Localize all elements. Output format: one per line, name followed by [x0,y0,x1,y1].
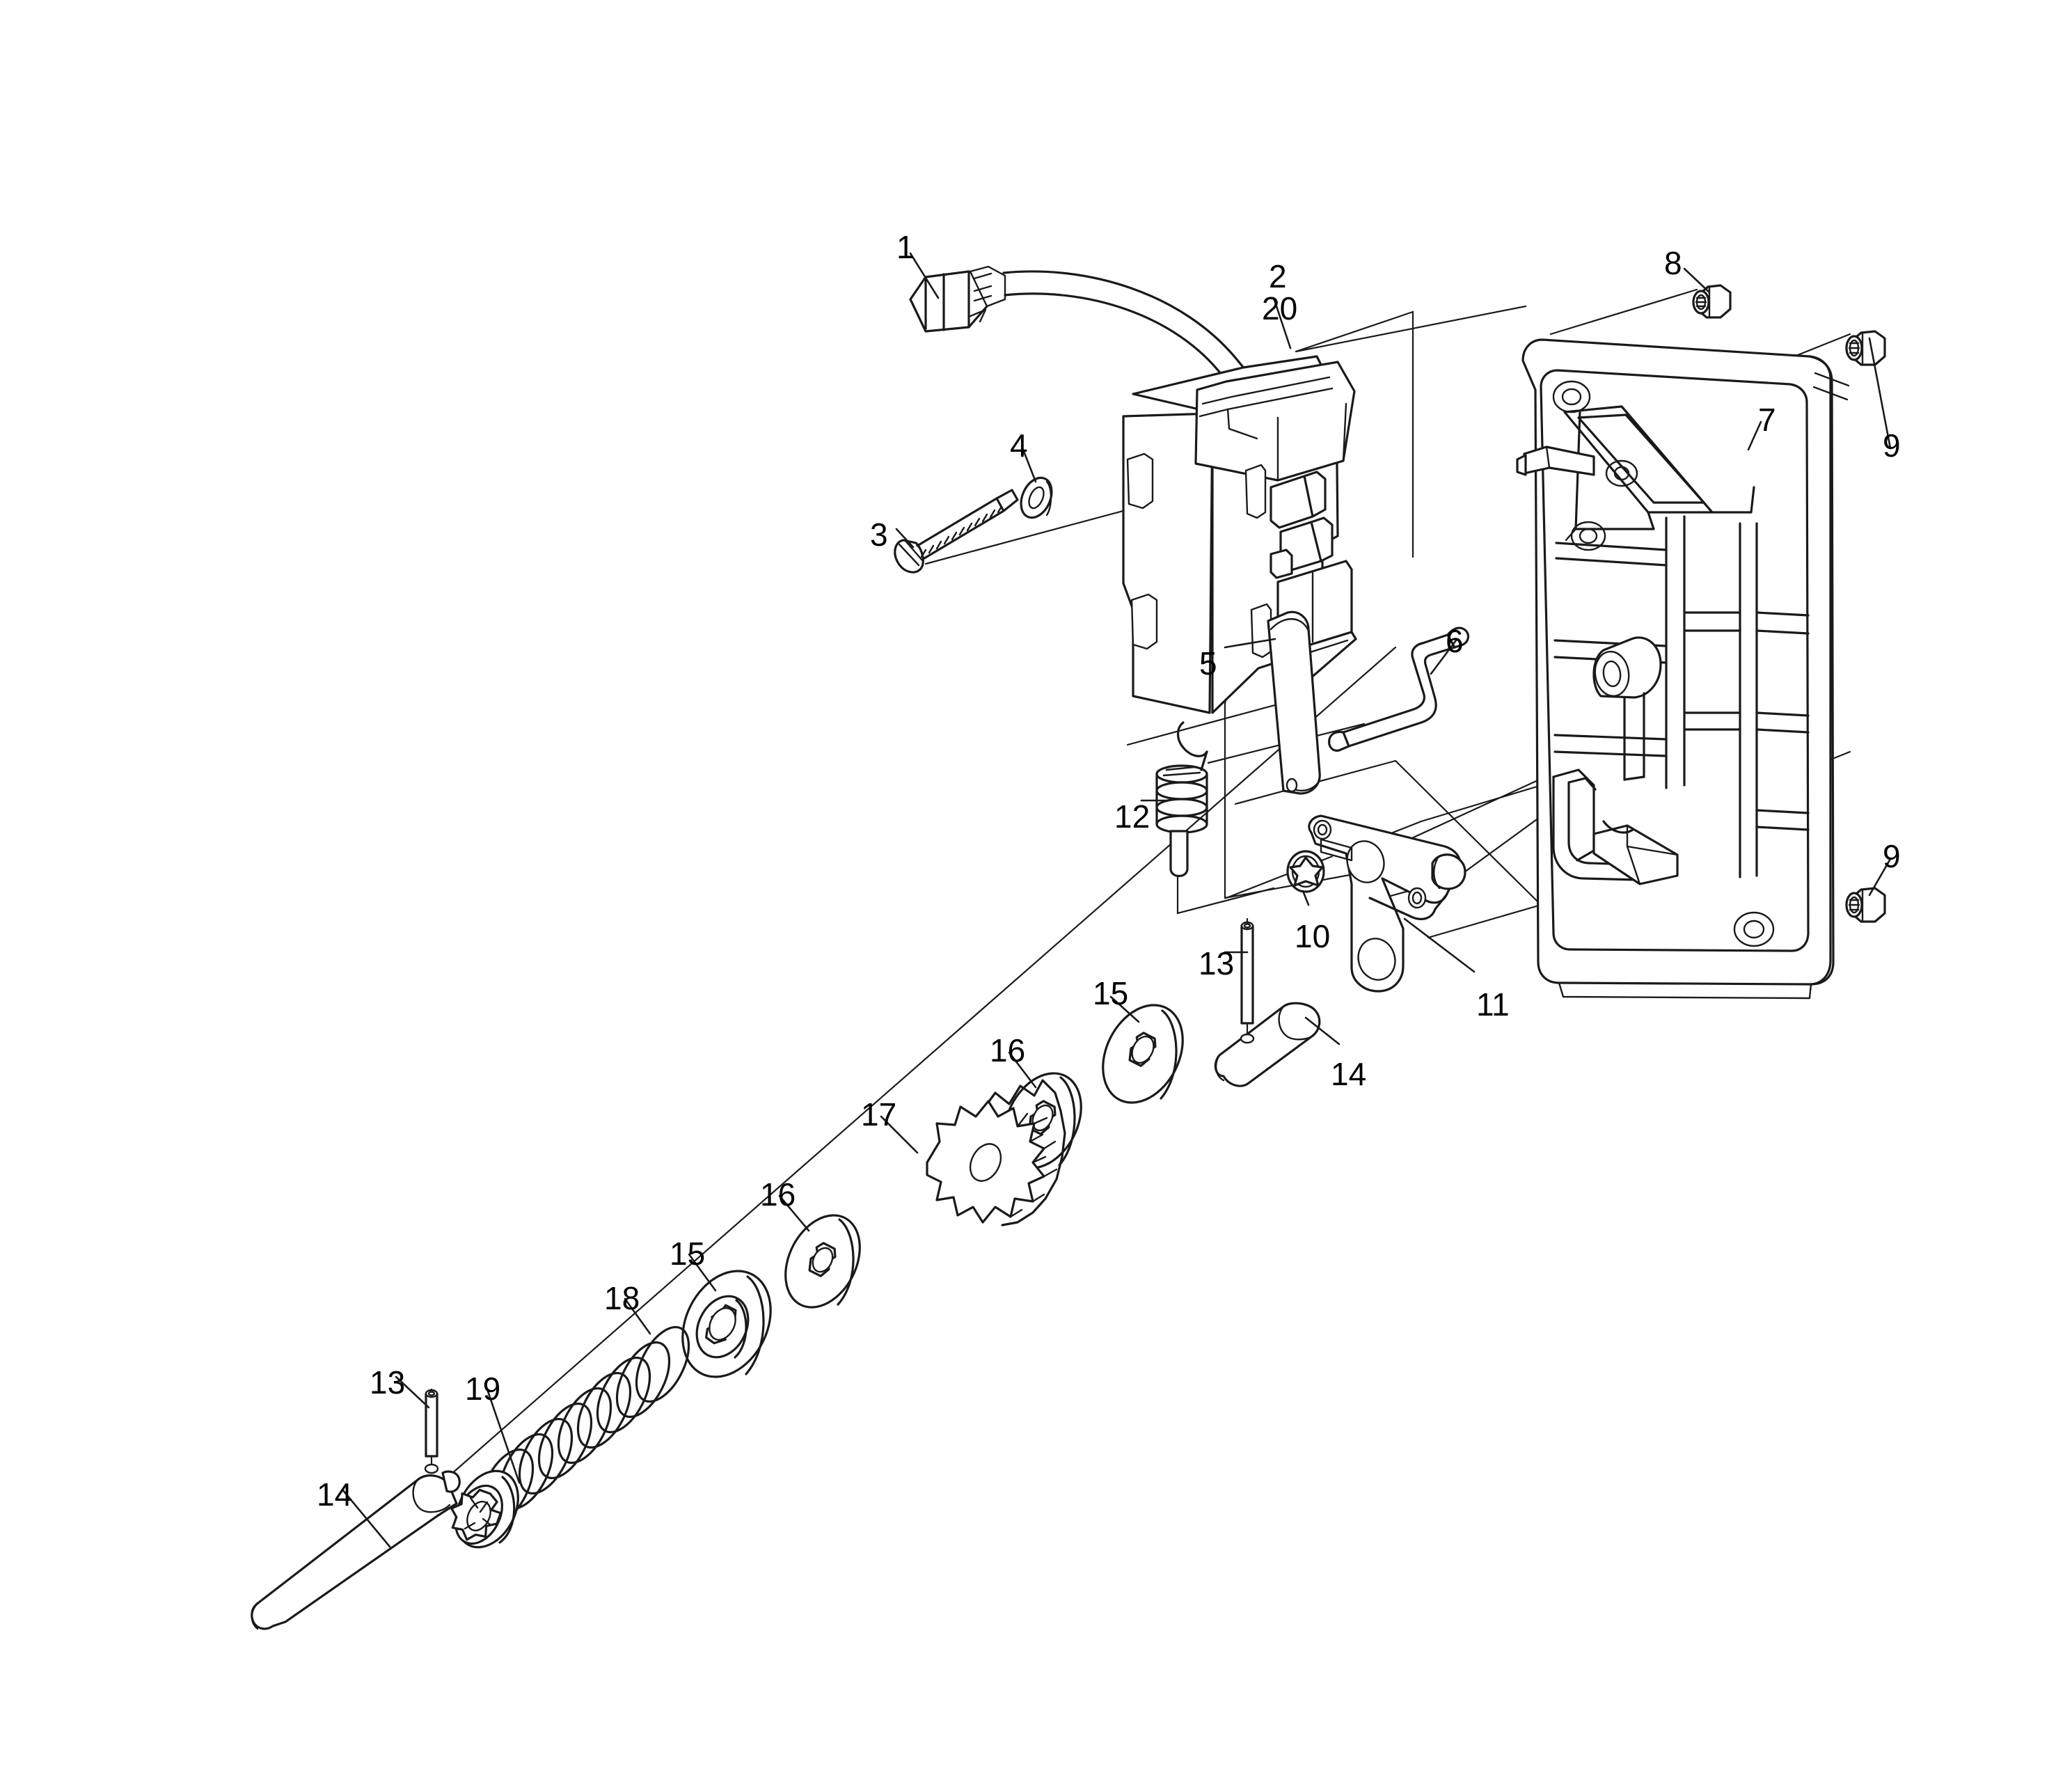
callout-16-lower: 16 [760,1176,796,1213]
compression-spring-part [479,1325,690,1526]
hex-nut-upper-right-part [1845,330,1886,366]
callout-19: 19 [465,1371,501,1407]
splined-hub-part [450,1469,519,1549]
callout-9-upper: 9 [1883,427,1901,464]
hex-nut-top-part [1692,284,1732,319]
roll-pin-lower-part [425,1389,438,1458]
torsion-spring-part [1155,721,1208,878]
callout-5: 5 [1199,645,1217,681]
callout-8: 8 [1664,245,1682,281]
shaft-lower-part [251,1463,461,1630]
disc-washer-upper-part [1102,1004,1184,1104]
ratchet-gear-part [926,1079,1066,1226]
callout-6: 6 [1446,623,1464,659]
machine-screw-part [894,489,1019,574]
callout-15-lower: 15 [670,1236,706,1272]
callout-15-upper: 15 [1093,975,1129,1011]
housing-frame-part [1516,338,1850,1000]
callout-12: 12 [1114,798,1150,835]
callout-17: 17 [861,1096,897,1133]
hex-nut-lower-right-part [1845,887,1886,923]
cup-washer-lower-part [681,1270,772,1378]
callout-7: 7 [1758,402,1776,438]
wire-link-rod-part [1328,626,1470,752]
star-push-nut-part [1286,850,1325,893]
roll-pin-upper-part [1240,921,1254,1025]
callout-13-upper: 13 [1199,945,1235,981]
callout-leader-lines [341,252,1892,1548]
callout-13-lower: 13 [370,1364,406,1401]
callout-2: 2 [1269,258,1287,294]
callout-1: 1 [896,229,915,265]
callout-11: 11 [1476,986,1510,1023]
callout-4: 4 [1010,427,1028,464]
callout-9-lower: 9 [1883,838,1901,874]
callout-20: 20 [1262,290,1298,326]
callout-16-upper: 16 [990,1032,1026,1068]
flat-washer-part [1020,476,1053,519]
callout-14-upper: 14 [1331,1056,1367,1092]
switch-body-part [1122,355,1357,714]
callout-10: 10 [1295,918,1331,954]
trigger-lever-part [1308,814,1466,993]
plunger-pin-part [1267,610,1321,795]
shaft-sleeve-upper-part [1214,1002,1321,1087]
callout-18: 18 [604,1280,640,1316]
callout-3: 3 [870,516,888,553]
flat-disc-lower-part [784,1214,861,1309]
callout-14-lower: 14 [317,1476,353,1513]
